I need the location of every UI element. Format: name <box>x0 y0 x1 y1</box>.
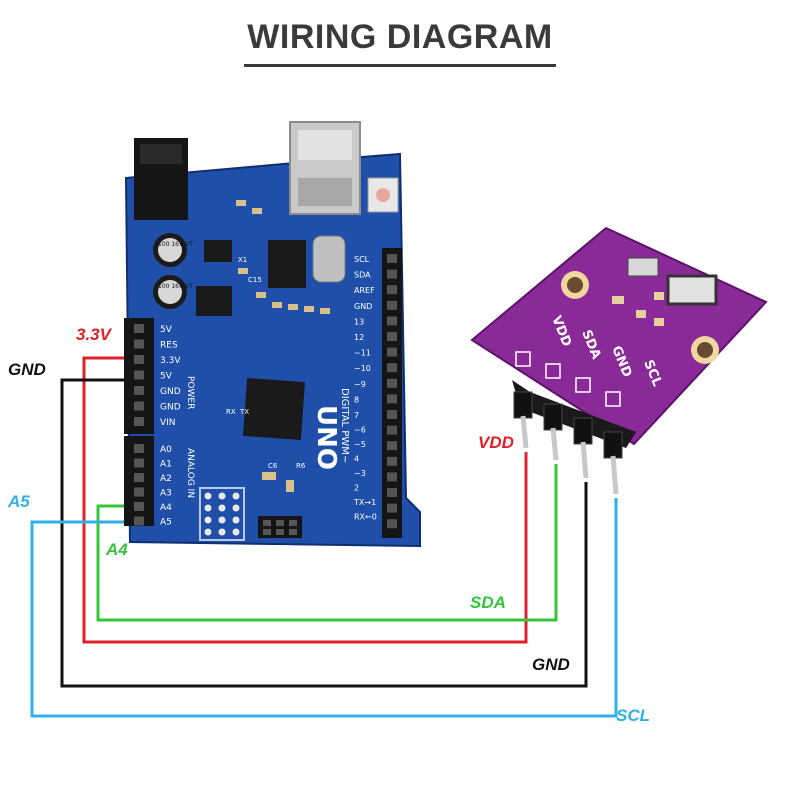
board-component-label: TX <box>239 408 249 416</box>
wire-a4-sda <box>96 464 558 622</box>
power-pin-label: RES <box>160 341 178 351</box>
label-sensor-sda: SDA <box>470 593 506 612</box>
label-sensor-vdd: VDD <box>478 433 514 452</box>
digital-header-label: DIGITAL PWM~ <box>339 388 350 463</box>
board-component-label: X1 <box>238 256 247 264</box>
board-component-label: ICSP <box>274 544 290 552</box>
mcu-chip <box>243 378 305 440</box>
analog-pin-label: A5 <box>160 518 172 528</box>
analog-pin-label: A3 <box>160 489 172 499</box>
digital-pin-label: GND <box>354 302 372 311</box>
board-component-label: RX <box>226 408 236 416</box>
label-arduino-3v3: 3.3V <box>76 325 111 344</box>
digital-pin-label: ~3 <box>354 469 366 478</box>
digital-pin-label: 8 <box>354 395 359 404</box>
voltage-regulator <box>196 286 232 316</box>
digital-pin-label: 4 <box>354 455 359 464</box>
digital-pin-label: AREF <box>354 286 375 295</box>
power-pin-label: VIN <box>160 418 176 428</box>
page-title: WIRING DIAGRAM <box>247 18 553 56</box>
capacitor-label: 100 16V VT <box>158 283 193 290</box>
label-sensor-scl: SCL <box>616 706 650 725</box>
power-pin-label: 5V <box>160 372 173 382</box>
label-arduino-gnd: GND <box>8 360 46 379</box>
sensor-chip-large <box>666 274 718 306</box>
analog-header-label: ANALOG IN <box>185 448 195 498</box>
digital-pin-label: 13 <box>354 317 364 326</box>
digital-pin-label: ~10 <box>354 364 371 373</box>
digital-pin-label: ~9 <box>354 380 366 389</box>
capacitor-label: 100 16V VT <box>158 241 193 248</box>
title-underline <box>244 64 556 67</box>
pad-grid <box>199 487 245 541</box>
crystal-oscillator <box>312 235 346 283</box>
usb-chip <box>268 240 306 288</box>
wire-3v3-vdd <box>82 356 528 644</box>
digital-pin-label: SDA <box>354 271 371 280</box>
label-arduino-a4: A4 <box>106 540 128 559</box>
digital-pin-label: ~11 <box>354 349 371 358</box>
sensor-chip <box>627 257 659 277</box>
wire-a5-scl <box>30 498 618 718</box>
analog-pin-label: A0 <box>160 445 172 455</box>
power-pin-label: GND <box>160 403 181 413</box>
board-model-label: UNO <box>311 405 341 470</box>
digital-pin-label: SCL <box>354 255 370 264</box>
analog-pin-label: A4 <box>160 503 172 513</box>
power-pin-label: GND <box>160 387 181 397</box>
digital-pin-label: TX→1 <box>353 498 376 507</box>
wires <box>30 356 618 718</box>
digital-pin-label: ~5 <box>354 440 366 449</box>
label-sensor-gnd: GND <box>532 655 570 674</box>
digital-pin-label: ~6 <box>354 426 366 435</box>
digital-pin-label: 2 <box>354 484 359 493</box>
board-component-label: C6 <box>268 462 278 470</box>
digital-pin-label: 7 <box>354 411 359 420</box>
board-component-label: R6 <box>296 462 306 470</box>
board-component-label: C15 <box>248 276 262 284</box>
wire-gnd-gnd <box>60 378 588 688</box>
label-arduino-a5: A5 <box>8 492 30 511</box>
digital-pin-label: 12 <box>354 333 364 342</box>
power-pin-label: 5V <box>160 325 173 335</box>
analog-pin-label: A1 <box>160 460 172 470</box>
analog-pin-label: A2 <box>160 474 172 484</box>
power-header-label: POWER <box>185 376 195 409</box>
power-pin-label: 3.3V <box>160 356 181 366</box>
digital-pin-label: RX←0 <box>354 513 377 522</box>
